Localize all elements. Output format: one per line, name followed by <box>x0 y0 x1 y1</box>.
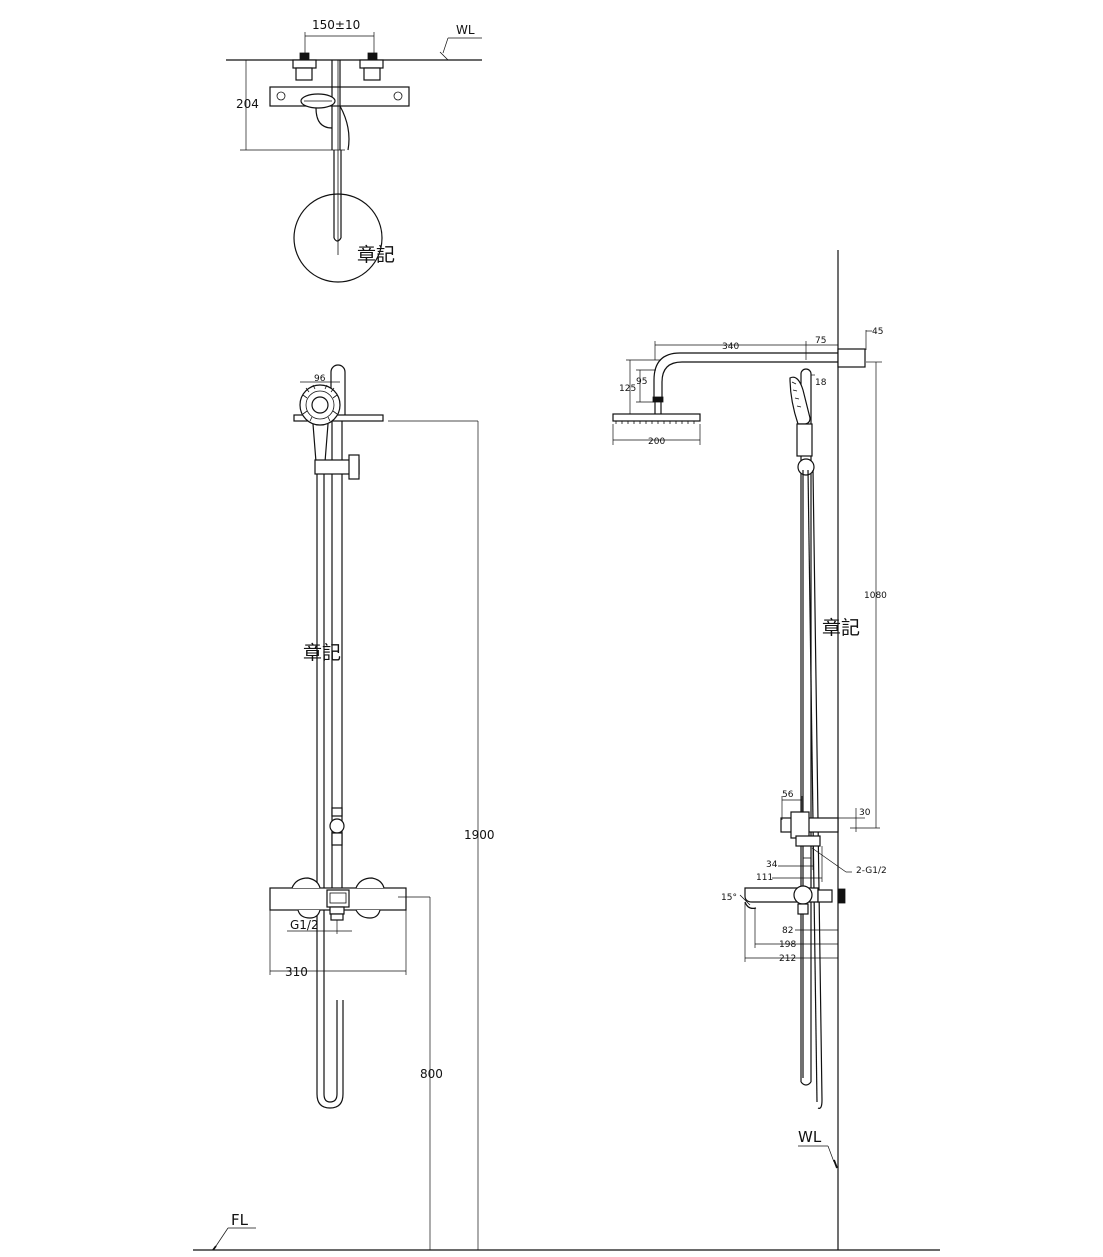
dim-111: 111 <box>756 873 773 883</box>
front-view: 96 章記 G1/2 310 1900 <box>269 364 495 1250</box>
dim-overall-height: 1900 <box>464 828 495 842</box>
dim-angle: 15° <box>721 893 737 903</box>
dim-offset-56: 56 <box>782 790 794 800</box>
wl-label-side: WL <box>798 1128 822 1146</box>
stamp-front: 章記 <box>303 642 341 664</box>
stamp-side: 章記 <box>822 617 860 639</box>
dim-top-spacing: 150±10 <box>312 18 360 32</box>
dim-82: 82 <box>782 926 793 936</box>
dim-drop-125: 125 <box>619 384 636 394</box>
wl-label-top: WL <box>456 23 475 37</box>
dim-arm-length: 340 <box>722 342 739 352</box>
dim-wall-flange: 45 <box>872 327 883 337</box>
dim-arm-wall: 75 <box>815 336 826 346</box>
dim-inlet-thread: G1/2 <box>290 918 319 932</box>
dim-mixer-width: 310 <box>285 965 308 979</box>
side-view: WL 45 340 75 125 95 200 <box>612 250 887 1250</box>
stamp-top: 章記 <box>357 244 395 266</box>
dim-34: 34 <box>766 860 778 870</box>
fl-label: FL <box>231 1211 249 1229</box>
dim-top-depth: 204 <box>236 97 259 111</box>
dim-holder-18: 18 <box>815 378 827 388</box>
dim-212: 212 <box>779 954 796 964</box>
dim-198: 198 <box>779 940 796 950</box>
dim-head-dia: 200 <box>648 437 665 447</box>
dim-mixer-height: 800 <box>420 1067 443 1081</box>
floor-line: FL <box>193 1211 940 1251</box>
top-view: WL 150±10 204 章記 <box>226 18 482 283</box>
dim-connection: 2-G1/2 <box>856 866 887 876</box>
dim-bar-height: 1080 <box>864 591 887 601</box>
dim-offset-30: 30 <box>859 808 871 818</box>
dim-hand-shower-dia: 96 <box>314 374 326 384</box>
dim-drop-95: 95 <box>636 377 647 387</box>
